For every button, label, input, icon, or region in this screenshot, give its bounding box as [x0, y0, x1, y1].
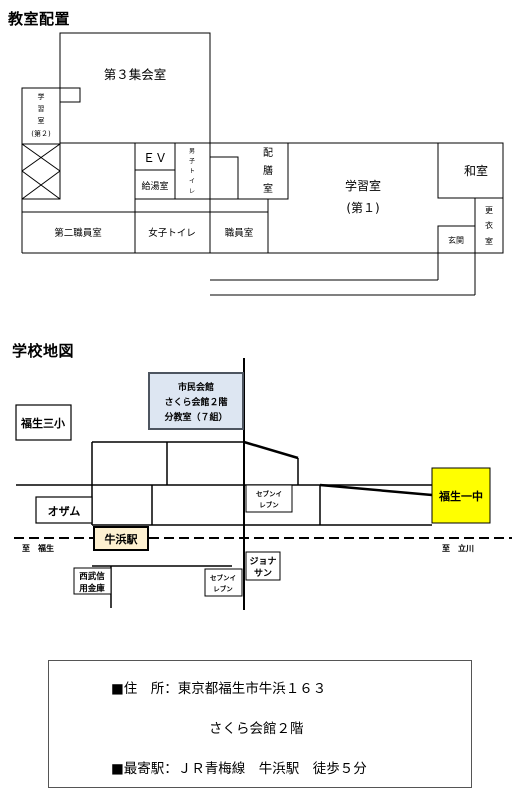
venue-label-3: 分教室（７組）: [164, 411, 227, 423]
seven-eleven-1-box: [245, 484, 293, 513]
label-haizen-2: 膳: [263, 164, 273, 177]
room-meeting3: [59, 32, 211, 144]
label-koui-2: 衣: [485, 220, 493, 230]
label-mens-toilet-5: レ: [189, 188, 195, 195]
room-haizen: [209, 142, 289, 200]
label-mens-toilet-3: ト: [189, 168, 195, 175]
label-mens-toilet-2: 子: [189, 158, 195, 165]
seven-eleven-1-label-2: レブン: [259, 500, 279, 509]
info-station: ■最寄駅：ＪＲ青梅線 牛浜駅 徒歩５分: [111, 761, 367, 777]
ushihama-station-label: 牛浜駅: [105, 532, 138, 546]
seibu-shinkin-label-2: 用金庫: [78, 583, 105, 594]
label-staff: 職員室: [225, 227, 254, 239]
room-washitsu: [437, 142, 504, 199]
floor-plan-title: 教室配置: [8, 10, 71, 28]
fukusei-sansho-label: 福生三小: [20, 416, 65, 430]
venue-box: [148, 372, 244, 430]
venue-label-1: 市民会館: [178, 381, 214, 393]
school-map: 福生三小 市民会館 さくら会館２階 分教室（７組） オザム 牛浜駅 福生一中 至…: [14, 358, 512, 610]
label-study2-4: (第２): [31, 129, 51, 138]
to-fukusei-label: 至 福生: [22, 543, 54, 553]
seibu-shinkin-box: [73, 567, 112, 595]
seven-eleven-1-label-1: セブンイ: [256, 489, 282, 498]
info-box: ■住 所：東京都福生市牛浜１６３ さくら会館２階 ■最寄駅：ＪＲ青梅線 牛浜駅 …: [48, 660, 472, 788]
fukusei-ichichu-box: [431, 467, 491, 524]
label-genkan: 玄関: [448, 235, 464, 245]
label-washitsu: 和室: [464, 163, 488, 178]
label-haizen-1: 配: [263, 147, 273, 159]
ozamu-box: [35, 496, 93, 524]
label-study1-1: 学習室: [345, 178, 381, 193]
label-study2-2: 習: [38, 105, 45, 113]
venue-label-2: さくら会館２階: [164, 396, 227, 408]
stair-box: [21, 143, 61, 200]
label-ev: ＥＶ: [143, 151, 167, 165]
label-kyuto: 給湯室: [141, 180, 168, 192]
label-mens-toilet-4: イ: [189, 178, 195, 185]
label-meeting3: 第３集会室: [104, 67, 167, 82]
label-study2-1: 学: [38, 92, 45, 101]
seibu-shinkin-label-1: 西武信: [79, 571, 105, 582]
jonasan-label-2: サン: [254, 568, 272, 579]
info-address: ■住 所：東京都福生市牛浜１６３: [111, 681, 327, 697]
seven-eleven-2-label-2: レブン: [213, 584, 233, 593]
seven-eleven-2-box: [204, 568, 243, 597]
fukusei-ichichu-label: 福生一中: [438, 489, 483, 503]
label-mens-toilet-1: 男: [189, 148, 195, 155]
label-study2-3: 室: [38, 116, 45, 125]
label-koui-3: 室: [485, 236, 493, 246]
label-haizen-3: 室: [263, 182, 273, 195]
label-study1-2: (第１): [346, 201, 379, 215]
label-staff2: 第二職員室: [54, 227, 102, 239]
label-koui-1: 更: [485, 206, 493, 215]
info-building: さくら会館２階: [209, 721, 304, 737]
fukusei-sansho-box: [15, 404, 72, 441]
jonasan-label-1: ジョナ: [249, 556, 276, 567]
ozamu-label: オザム: [48, 505, 81, 518]
seven-eleven-2-label-1: セブンイ: [210, 573, 236, 582]
floor-plan: 第３集会室 学 習 室 (第２) ＥＶ 給湯室 男 子 ト イ レ 配 膳 室 …: [21, 32, 504, 296]
jonasan-box: [245, 551, 281, 581]
map-title: 学校地図: [12, 342, 75, 360]
room-genkan: [437, 225, 476, 254]
ushihama-station-box: [93, 526, 149, 551]
to-tachikawa-label: 至 立川: [442, 543, 474, 553]
label-womens-toilet: 女子トイレ: [148, 227, 196, 239]
